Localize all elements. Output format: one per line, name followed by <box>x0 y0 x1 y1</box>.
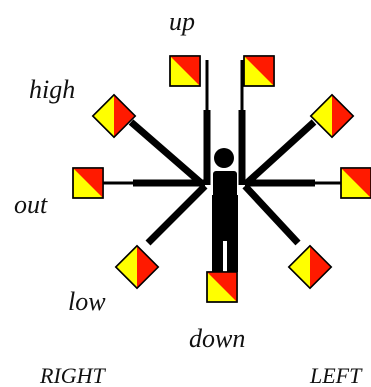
flag-high-left <box>311 95 353 137</box>
label-out: out <box>14 190 48 219</box>
label-up: up <box>169 7 195 36</box>
flag-high-right <box>93 95 135 137</box>
flag-low-left <box>289 246 331 288</box>
flag-up-right <box>170 56 200 86</box>
flag-out-left <box>341 168 371 198</box>
flag-up-left <box>244 56 274 86</box>
person-figure <box>213 148 237 272</box>
label-low: low <box>68 287 106 316</box>
flag-low-right <box>116 246 158 288</box>
label-high: high <box>29 75 75 104</box>
label-down: down <box>189 324 245 353</box>
side-label-left: LEFT <box>309 363 363 387</box>
flag-down <box>207 272 237 302</box>
side-label-right: RIGHT <box>39 363 107 387</box>
flag-out-right <box>73 168 103 198</box>
